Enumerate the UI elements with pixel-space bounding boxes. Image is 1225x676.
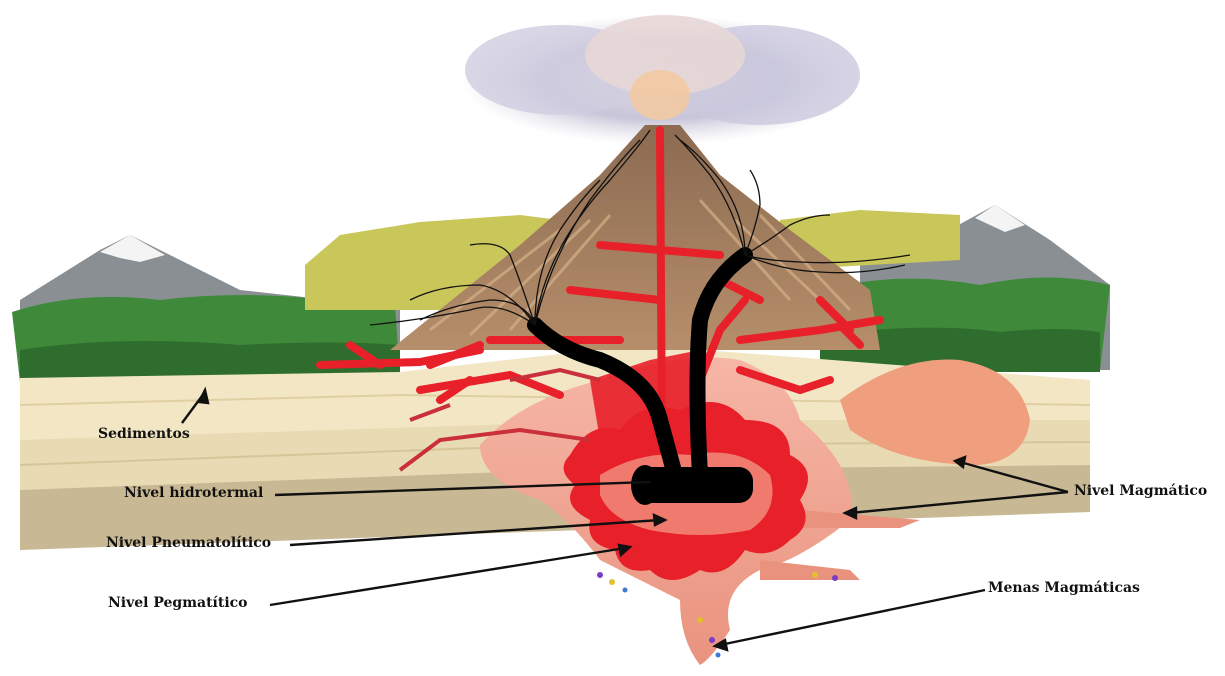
label-nivel-pneumatolitico: Nivel Pneumatolítico (106, 535, 271, 551)
label-sedimentos: Sedimentos (98, 426, 190, 442)
label-nivel-pegmatitico: Nivel Pegmatítico (108, 595, 248, 611)
label-menas-magmaticas: Menas Magmáticas (988, 580, 1140, 596)
label-nivel-hidrotermal: Nivel hidrotermal (124, 485, 263, 501)
label-nivel-magmatico: Nivel Magmático (1074, 483, 1207, 499)
